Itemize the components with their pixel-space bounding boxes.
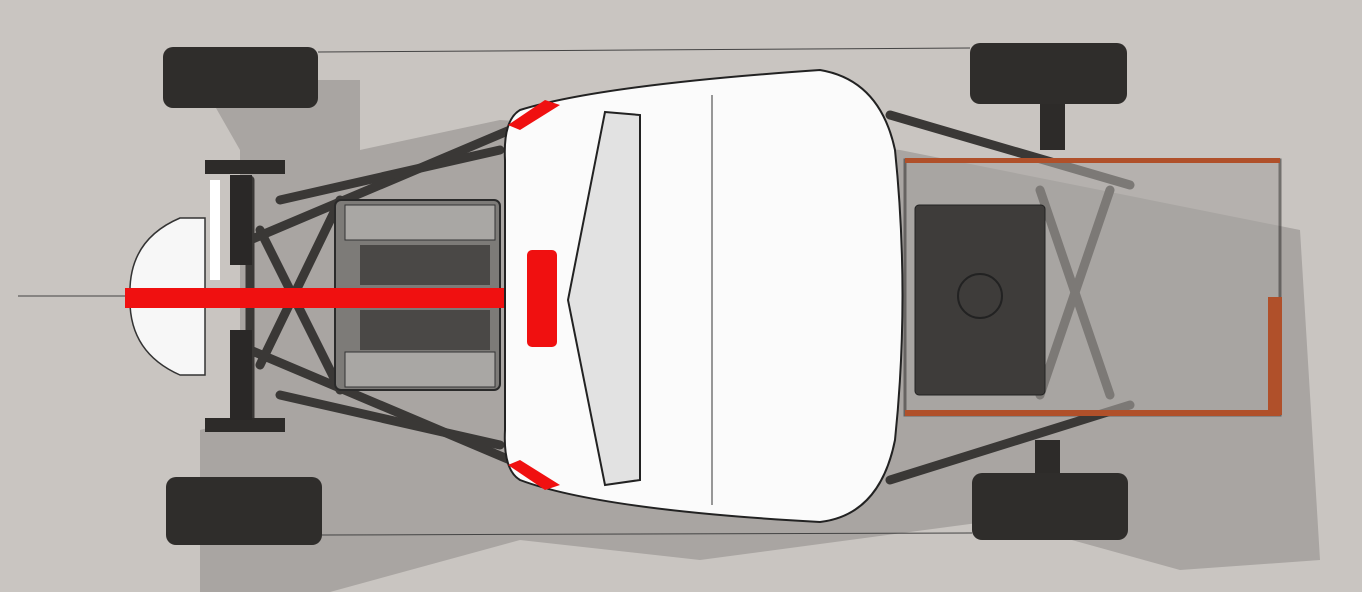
wheel-front-right (166, 477, 322, 545)
car-body (503, 68, 904, 524)
wheel-rear-left (970, 43, 1127, 104)
red-hood-badge (527, 250, 557, 347)
wheel-rear-right (972, 473, 1128, 540)
wheel-front-left (163, 47, 318, 108)
outline-lines (18, 47, 973, 536)
red-center-bar (125, 288, 510, 308)
front-suspension (205, 160, 285, 432)
rear-frame (903, 100, 1282, 480)
wheels (163, 43, 1128, 545)
